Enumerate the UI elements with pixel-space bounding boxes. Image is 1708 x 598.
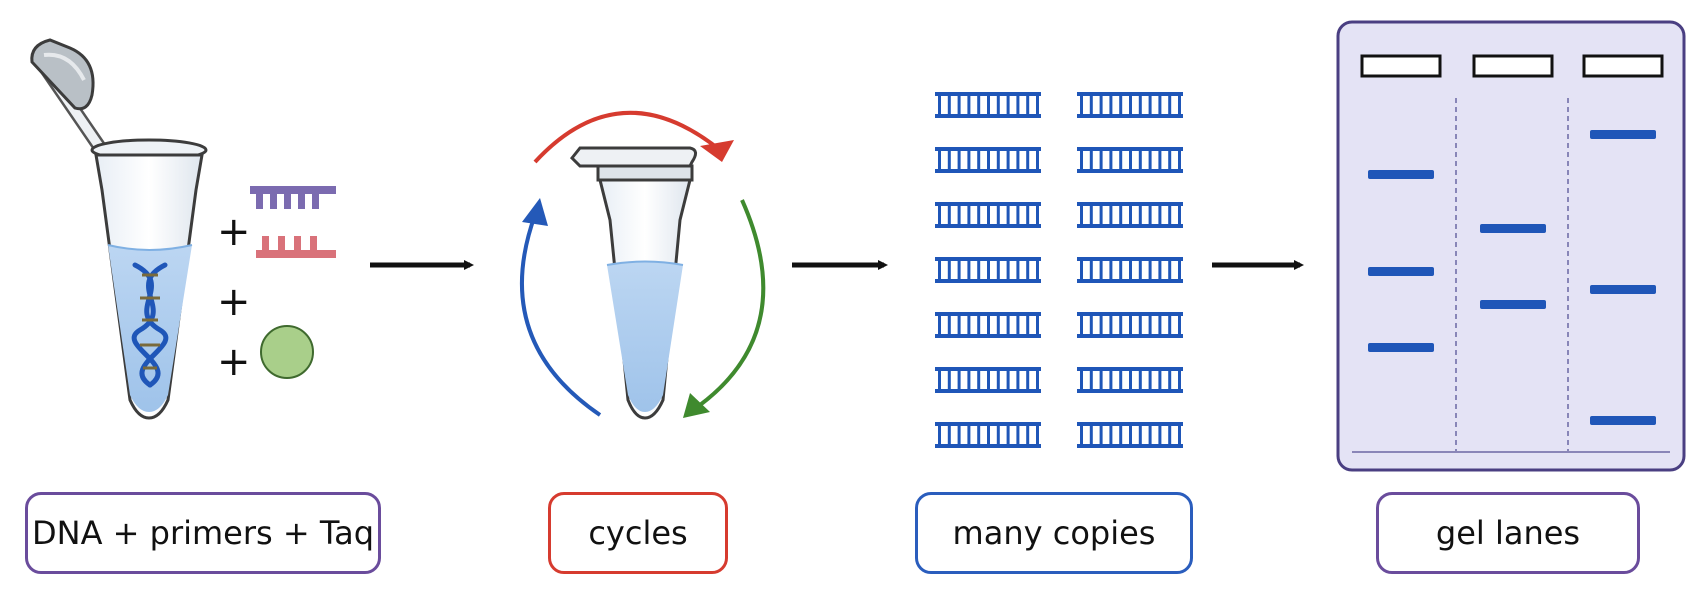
gel-band bbox=[1590, 285, 1656, 294]
tube-closed-icon bbox=[569, 146, 697, 420]
dna-copy-icon bbox=[935, 312, 1041, 338]
cycle-arrows-icon bbox=[520, 110, 766, 418]
gel-well-1 bbox=[1360, 54, 1442, 78]
gel-well-2 bbox=[1472, 54, 1554, 78]
taq-polymerase-icon bbox=[260, 325, 314, 379]
gel-icon bbox=[1336, 20, 1686, 472]
dna-copy-icon bbox=[935, 367, 1041, 393]
gel-band bbox=[1368, 170, 1434, 179]
primer-forward-icon bbox=[250, 186, 336, 209]
gel-band bbox=[1368, 267, 1434, 276]
step-label-cycles: cycles bbox=[548, 492, 728, 574]
tube-open-icon bbox=[30, 38, 208, 420]
gel-well-3 bbox=[1582, 54, 1664, 78]
dna-copy-icon bbox=[1077, 257, 1183, 283]
dna-copy-icon bbox=[1077, 312, 1183, 338]
plus-sign: + bbox=[217, 279, 251, 325]
dna-copy-icon bbox=[935, 202, 1041, 228]
gel-band bbox=[1590, 416, 1656, 425]
plus-sign: + bbox=[217, 339, 251, 385]
plus-sign: + bbox=[217, 209, 251, 255]
dna-copy-icon bbox=[935, 257, 1041, 283]
dna-helix-icon bbox=[131, 262, 169, 388]
dna-copy-icon bbox=[935, 92, 1041, 118]
step-label-copies: many copies bbox=[915, 492, 1193, 574]
dna-copy-icon bbox=[1077, 367, 1183, 393]
dna-copy-icon bbox=[935, 422, 1041, 448]
dna-copies-grid bbox=[935, 92, 1183, 448]
dna-copy-icon bbox=[935, 147, 1041, 173]
primer-reverse-icon bbox=[256, 236, 336, 258]
gel-band bbox=[1590, 130, 1656, 139]
gel-band bbox=[1368, 343, 1434, 352]
step-label-gel: gel lanes bbox=[1376, 492, 1640, 574]
dna-copy-icon bbox=[1077, 147, 1183, 173]
dna-copy-icon bbox=[1077, 422, 1183, 448]
gel-band bbox=[1480, 224, 1546, 233]
gel-band bbox=[1480, 300, 1546, 309]
dna-copy-icon bbox=[1077, 202, 1183, 228]
dna-copy-icon bbox=[1077, 92, 1183, 118]
step-label-mix: DNA + primers + Taq bbox=[25, 492, 381, 574]
